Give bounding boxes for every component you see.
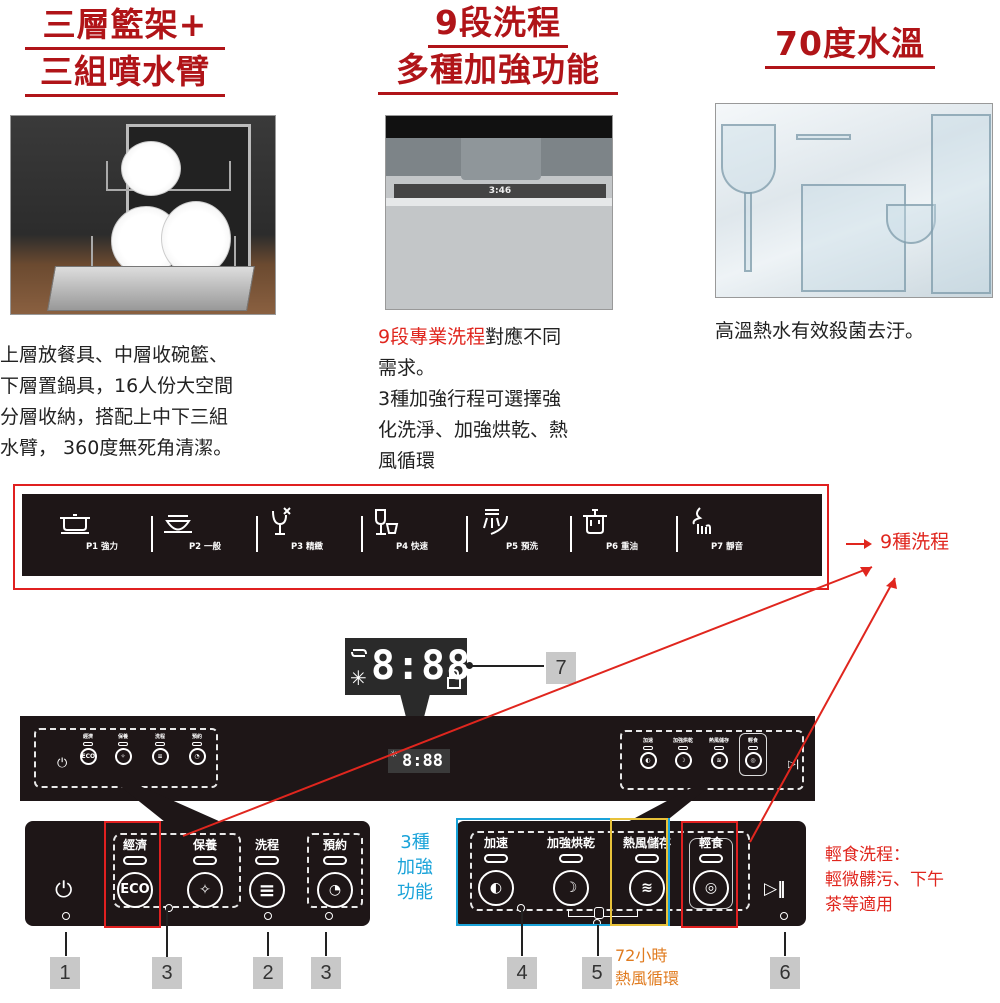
cycle-icon [351,649,367,657]
menu-lines-icon: ≡ [249,872,285,908]
feature-2-title: 9段洗程 多種加強功能 [378,3,618,97]
mini-program: 洗程≡ [149,734,171,765]
play-pause-button[interactable]: ▷‖ [764,879,786,899]
callout-3b: 3 [311,957,341,989]
pot-icon [60,514,90,534]
child-lock-icon [594,907,604,919]
program-p4[interactable]: P4 快速 [367,506,457,552]
glasses-hot-water-photo [715,103,993,298]
right-button-panel: 加速◐ 加強烘乾☽ 熱風儲存≋ 輕食◎ ▷‖ [456,821,806,927]
care-button[interactable]: 保養✧ [185,837,225,908]
mini-extra-dry: 加強烘乾☽ [668,738,698,769]
mini-display: ✳ 8:88 [388,749,450,773]
mini-power-icon: ⏻ [57,756,68,771]
wine-glass-sparkle-icon [272,507,291,535]
dry-sun-icon: ✳ [350,666,367,690]
mini-light-meal: 輕食◎ [741,738,765,769]
program-p1[interactable]: P1 強力 [57,506,147,552]
feature-1-description: 上層放餐具、中層收碗籃、 下層置鍋具，16人份大空間 分層收納，搭配上中下三組 … [0,344,234,459]
mini-schedule: 預約◔ [186,734,208,765]
greasy-pot-icon [583,509,607,534]
program-p6[interactable]: P6 重油 [577,506,667,552]
schedule-button[interactable]: 預約◔ [315,837,355,908]
quiet-hand-icon [692,507,711,534]
feature-3-description: 高溫熱水有效殺菌去汙。 [715,320,925,342]
mini-play-pause-icon: ▷| [788,759,800,770]
program-p5[interactable]: P5 預洗 [477,506,567,552]
dishwasher-open-racks-photo [10,115,276,315]
callout-7: 7 [546,652,576,684]
light-meal-icon: ◎ [693,870,729,906]
programs-note: 9種洗程 [880,531,950,553]
extra-dry-button[interactable]: 加強烘乾☽ [536,835,606,906]
left-zoom-pointer [120,786,230,826]
mini-hot-air: 熱風儲存≋ [704,738,734,769]
program-p3[interactable]: P3 精緻 [262,506,352,552]
dishwasher-control-panel-photo: 3:46 [385,115,613,310]
lock-icon [447,668,461,689]
power-button[interactable]: ⏻ [55,878,73,903]
glass-cup-icon [375,509,399,535]
hot-air-highlight-box [610,818,668,926]
arrow-to-programs-note [846,536,872,550]
mini-care: 保養✧ [112,734,134,765]
care-sparkle-icon: ✧ [187,872,223,908]
light-meal-button[interactable]: 輕食◎ [691,835,731,906]
feature-2-description: 9段專業洗程對應不同 需求。 3種加強行程可選擇強 化洗淨、加強烘乾、熱 風循環 [378,326,569,472]
speed-button[interactable]: 加速◐ [476,835,516,906]
feature-3-title: 70度水溫 [765,24,935,71]
programs-strip: P1 強力 P2 一般 P3 精緻 P4 快速 P5 預洗 P6 重油 P7 靜… [22,494,822,576]
hot-air-icon: ≋ [629,870,665,906]
spray-rinse-icon [483,509,508,535]
program-button[interactable]: 洗程≡ [247,837,287,908]
callout-5: 5 [582,957,612,989]
feature-1-title: 三層籃架+ 三組噴水臂 [25,5,225,99]
callout-3a: 3 [152,957,182,989]
callout-1: 1 [50,957,80,989]
enhance-note: 3種 加強 功能 [397,832,433,903]
callout-2: 2 [253,957,283,989]
hot-air-button[interactable]: 熱風儲存≋ [612,835,682,906]
extra-dry-icon: ☽ [553,870,589,906]
display-callout: ✳ 8:88 [345,638,470,695]
light-meal-note: 輕食洗程： 輕微髒污、下午 茶等適用 [825,845,944,915]
callout-4: 4 [507,957,537,989]
bowl-icon [164,515,192,533]
hot-air-note: 72小時 熱風循環 [615,946,680,988]
clock-icon: ◔ [317,872,353,908]
callout-6: 6 [770,957,800,989]
light-meal-highlight-box [681,821,738,928]
program-p7[interactable]: P7 靜音 [682,506,772,552]
eco-icon: ECO [117,872,153,908]
mini-speed: 加速◐ [636,738,660,769]
speed-icon: ◐ [478,870,514,906]
eco-highlight-box [104,821,161,928]
program-p2[interactable]: P2 一般 [160,506,250,552]
